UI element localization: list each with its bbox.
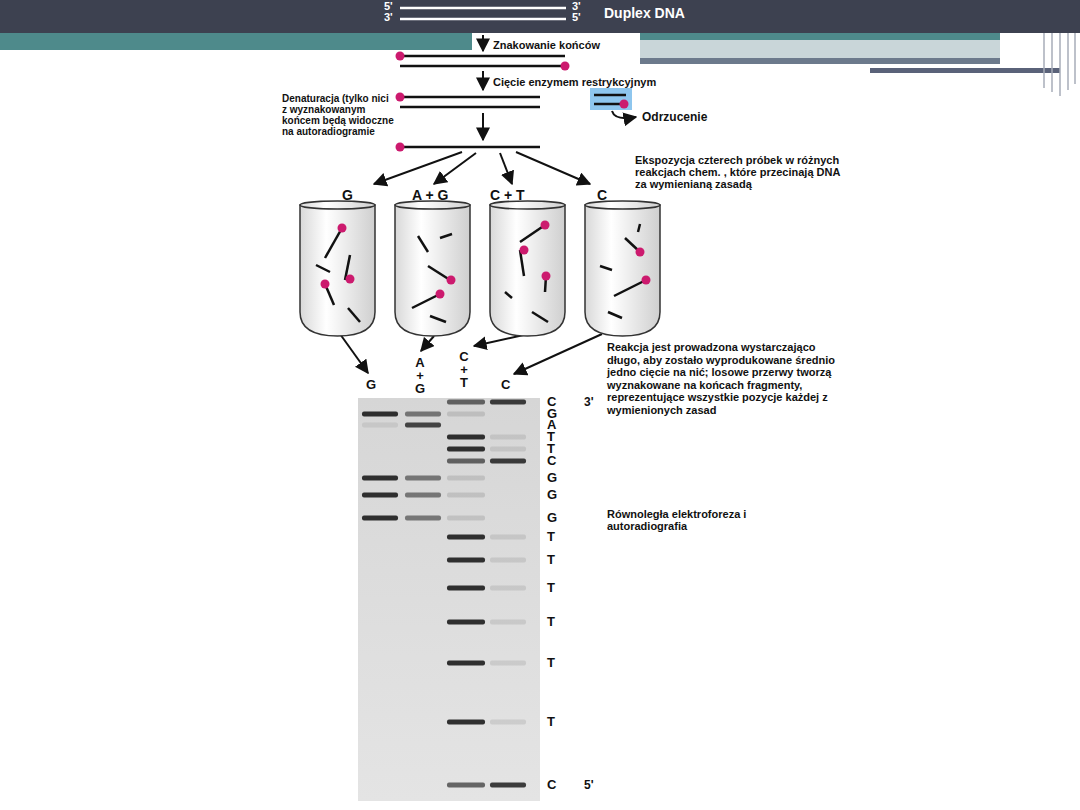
sequence-base: T bbox=[547, 431, 555, 443]
gel-band bbox=[490, 435, 526, 440]
slide-line bbox=[640, 58, 1000, 64]
sequence-base: T bbox=[547, 582, 555, 594]
dna-fragments bbox=[316, 224, 646, 322]
gel-band bbox=[447, 720, 485, 725]
end-label: 3' bbox=[584, 396, 594, 409]
lane-label: A + G bbox=[412, 188, 448, 203]
gel-band bbox=[405, 516, 441, 521]
note-label: Odrzucenie bbox=[642, 111, 707, 124]
sequence-base: C bbox=[547, 396, 556, 408]
gel-bands bbox=[362, 400, 526, 788]
sequence-base: T bbox=[547, 443, 555, 455]
gel-band bbox=[447, 661, 485, 666]
step-label: Znakowanie końców bbox=[493, 39, 600, 51]
gel-band bbox=[447, 459, 485, 464]
gel-band bbox=[447, 535, 485, 540]
sequence-base: A bbox=[547, 419, 556, 431]
sequence-base: T bbox=[547, 657, 555, 669]
gel-band bbox=[447, 516, 485, 521]
gel-band bbox=[362, 476, 398, 481]
end-label: 5' bbox=[584, 779, 594, 792]
gel-band bbox=[447, 447, 485, 452]
end-label: 5' bbox=[384, 1, 393, 12]
dna-strands bbox=[400, 56, 565, 147]
sequence-base: T bbox=[547, 531, 555, 543]
sequence-base: C bbox=[547, 779, 556, 791]
gel-band bbox=[490, 586, 526, 591]
slide-line bbox=[870, 68, 1060, 73]
gel-band bbox=[447, 476, 485, 481]
slide-bar bbox=[640, 40, 1000, 58]
sequence-base: T bbox=[547, 716, 555, 728]
gel-band bbox=[405, 493, 441, 498]
step-label: Cięcie enzymem restrykcyjnym bbox=[493, 76, 656, 88]
lane-label: C + T bbox=[490, 188, 525, 203]
label-dots bbox=[396, 52, 629, 152]
gel-band bbox=[490, 558, 526, 563]
gel-band bbox=[447, 620, 485, 625]
lane-label: C bbox=[597, 188, 607, 203]
note-text: Denaturacja (tylko nici z wyznakowanym k… bbox=[282, 93, 394, 137]
gel-band bbox=[405, 476, 441, 481]
duplex-dna bbox=[0, 0, 1080, 33]
end-label: 3' bbox=[572, 1, 581, 12]
gel-band bbox=[405, 412, 441, 417]
sequence-base: G bbox=[547, 472, 557, 484]
gel-band bbox=[362, 423, 398, 428]
discard-box bbox=[590, 88, 632, 110]
lane-label: A + G bbox=[413, 356, 427, 395]
gel-band bbox=[447, 400, 485, 405]
gel-band bbox=[447, 412, 485, 417]
end-label: 5' bbox=[572, 12, 581, 23]
label-dots bbox=[321, 221, 651, 299]
lane-label: G bbox=[342, 188, 353, 203]
sequence-base: T bbox=[547, 616, 555, 628]
gel-band bbox=[490, 459, 526, 464]
gel-band bbox=[405, 423, 441, 428]
gel-band bbox=[447, 558, 485, 563]
dna-strand bbox=[400, 7, 566, 10]
gel-band bbox=[490, 783, 526, 788]
gel bbox=[358, 398, 540, 801]
gel-band bbox=[490, 447, 526, 452]
gel-band bbox=[362, 493, 398, 498]
gel-band bbox=[490, 720, 526, 725]
note-text: Równoległa elektroforeza i autoradiograf… bbox=[607, 508, 782, 532]
lane-label: C bbox=[501, 378, 510, 391]
lane-label: G bbox=[366, 378, 376, 391]
dna-strand bbox=[400, 18, 566, 21]
gel-band bbox=[362, 516, 398, 521]
gel-band bbox=[447, 435, 485, 440]
gel-band bbox=[362, 412, 398, 417]
header-band: 5'3'Duplex DNA3'5' bbox=[0, 0, 1080, 33]
sequence-base: G bbox=[547, 512, 557, 524]
gel-band bbox=[490, 620, 526, 625]
note-text: Ekspozycja czterech próbek w różnych rea… bbox=[635, 154, 840, 190]
gel-band bbox=[490, 400, 526, 405]
test-tubes bbox=[300, 201, 660, 336]
gel-band bbox=[447, 783, 485, 788]
slide-gap bbox=[472, 33, 640, 50]
gel-band bbox=[447, 586, 485, 591]
gel-band bbox=[490, 661, 526, 666]
end-label: 3' bbox=[384, 12, 393, 23]
lane-label: C + T bbox=[457, 350, 471, 389]
sequence-base: G bbox=[547, 489, 557, 501]
note-text: Reakcja jest prowadzona wystarczająco dł… bbox=[607, 341, 835, 416]
sequence-base: T bbox=[547, 554, 555, 566]
sequence-base: C bbox=[547, 455, 556, 467]
gel-band bbox=[490, 535, 526, 540]
gel-band bbox=[447, 493, 485, 498]
diagram-title: Duplex DNA bbox=[604, 6, 685, 20]
